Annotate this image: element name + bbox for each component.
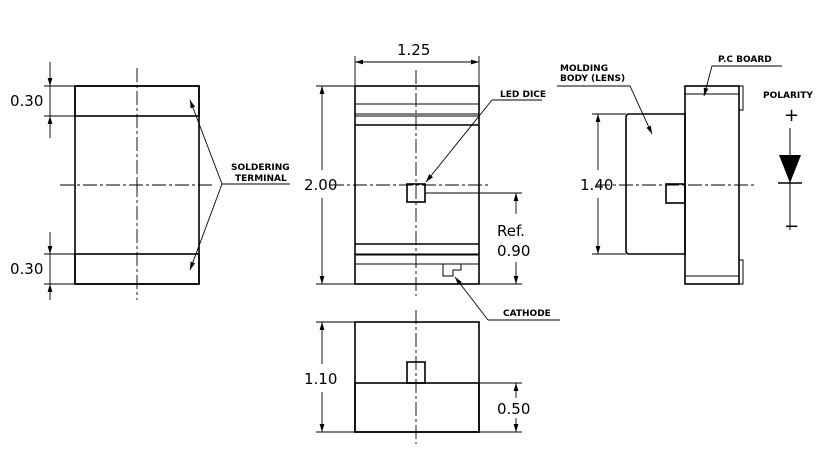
side-view: 1.40 MOLDING BODY (LENS) P.C BOARD bbox=[557, 55, 782, 285]
dim-bottom-view-height: 1.10 bbox=[304, 370, 337, 388]
soldering-label-2: TERMINAL bbox=[235, 174, 287, 184]
led-dice-label: LED DICE bbox=[500, 90, 546, 100]
plus-sign: + bbox=[784, 105, 799, 126]
top-view: 0.30 0.30 SOLDERING TERMINAL bbox=[10, 62, 290, 300]
molding-label-1: MOLDING bbox=[560, 64, 608, 74]
cathode-terminal bbox=[354, 263, 480, 285]
molding-body bbox=[625, 113, 686, 255]
dim-ref-label: Ref. bbox=[497, 222, 525, 240]
diode-icon bbox=[779, 155, 801, 183]
dim-width: 1.25 bbox=[397, 41, 430, 59]
internal-view: 1.25 2.00 Ref. 0.90 LED DICE CATHODE bbox=[304, 41, 560, 321]
bottom-view-outline bbox=[354, 321, 480, 433]
molding-label-2: BODY (LENS) bbox=[560, 74, 625, 84]
polarity-symbol: POLARITY + − bbox=[763, 91, 813, 237]
cathode-label: CATHODE bbox=[503, 309, 551, 319]
dim-ref-value: 0.90 bbox=[497, 242, 530, 260]
side-view-bottom: 1.10 0.50 bbox=[304, 310, 530, 444]
pc-board-label: P.C BOARD bbox=[718, 55, 772, 65]
soldering-label-1: SOLDERING bbox=[231, 163, 290, 173]
dim-side-height: 1.40 bbox=[580, 176, 613, 194]
minus-sign: − bbox=[784, 216, 799, 237]
dim-bottom-view-band: 0.50 bbox=[497, 400, 530, 418]
polarity-label: POLARITY bbox=[763, 91, 813, 101]
dim-bottom-terminal: 0.30 bbox=[10, 260, 43, 278]
bottom-view-band bbox=[354, 382, 480, 433]
dim-height: 2.00 bbox=[304, 176, 337, 194]
dim-top-terminal: 0.30 bbox=[10, 92, 43, 110]
